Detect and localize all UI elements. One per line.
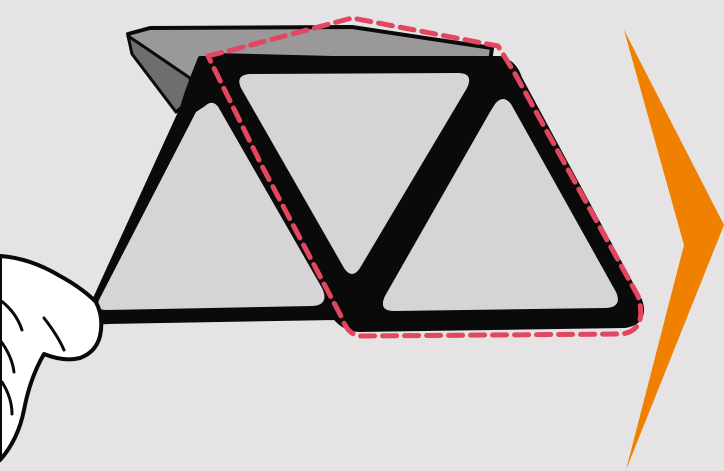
diagram-stage <box>0 0 724 471</box>
puzzle-diagram <box>0 0 724 471</box>
